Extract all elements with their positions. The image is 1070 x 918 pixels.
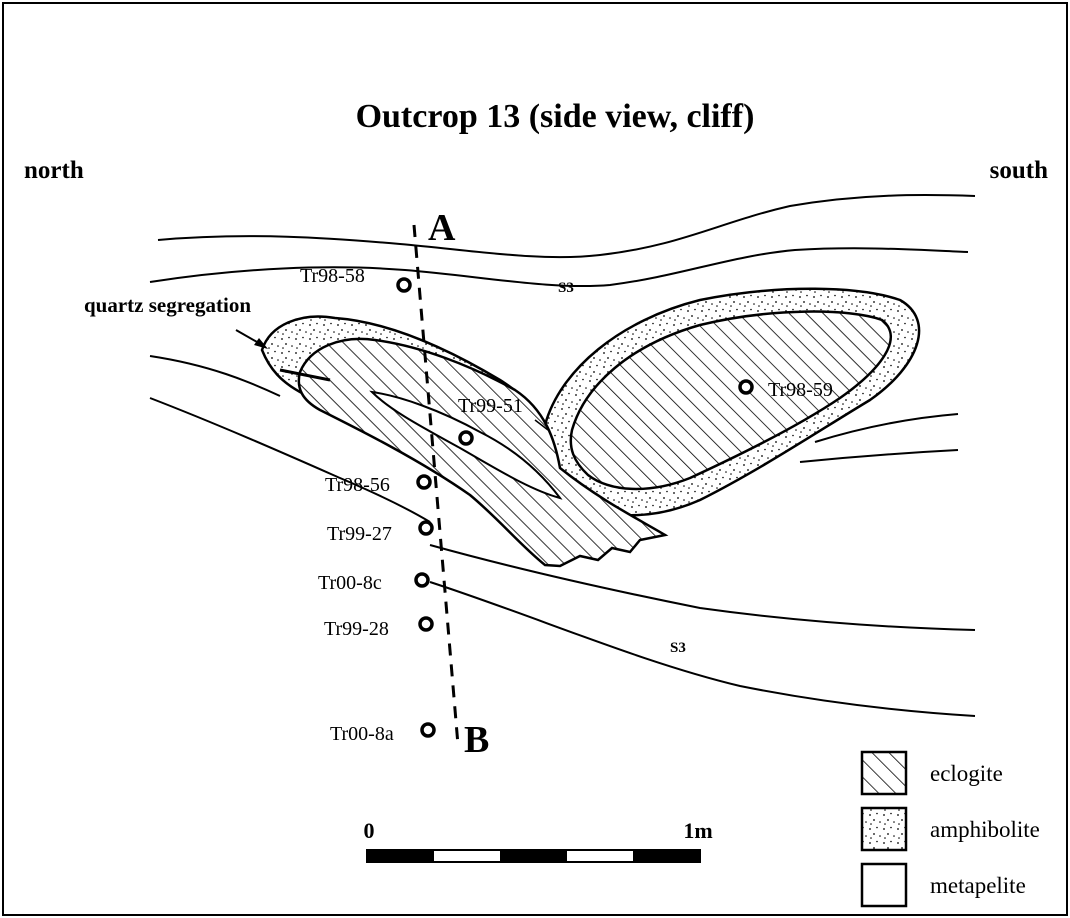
sample-label: Tr00-8a [330, 723, 394, 745]
scale-segment-black [367, 850, 434, 862]
sample-label: Tr00-8c [318, 572, 382, 594]
quartz-segregation-label: quartz segregation [84, 293, 251, 317]
north-label: north [24, 157, 84, 184]
legend-label: metapelite [930, 873, 1026, 898]
scale-end-label: 1m [683, 818, 712, 843]
sample-point [416, 574, 428, 586]
s3-label-upper: S3 [558, 280, 574, 296]
sample-label: Tr99-28 [324, 618, 389, 640]
sample-label: Tr98-59 [768, 379, 833, 401]
section-label-a: A [428, 207, 456, 249]
sample-label: Tr99-51 [458, 395, 523, 417]
sample-point [420, 618, 432, 630]
sample-point [418, 476, 430, 488]
sample-label: Tr98-58 [300, 265, 365, 287]
section-label-b: B [464, 719, 489, 761]
legend-swatch-metapelite [862, 864, 906, 906]
south-label: south [990, 157, 1048, 184]
sample-label: Tr98-56 [325, 474, 390, 496]
scale-segment-black [633, 850, 700, 862]
figure-title: Outcrop 13 (side view, cliff) [356, 98, 755, 135]
sample-point [422, 724, 434, 736]
sample-point [460, 432, 472, 444]
sample-label: Tr99-27 [327, 523, 392, 545]
sample-point [398, 279, 410, 291]
legend-swatch-amphibolite [862, 808, 906, 850]
legend-label: amphibolite [930, 817, 1040, 842]
legend-swatch-eclogite [862, 752, 906, 794]
legend-label: eclogite [930, 761, 1003, 786]
scale-start-label: 0 [364, 818, 375, 843]
sample-point [420, 522, 432, 534]
sample-point [740, 381, 752, 393]
s3-label-lower: S3 [670, 640, 686, 656]
scale-segment-black [500, 850, 567, 862]
scale-bar [367, 850, 700, 862]
